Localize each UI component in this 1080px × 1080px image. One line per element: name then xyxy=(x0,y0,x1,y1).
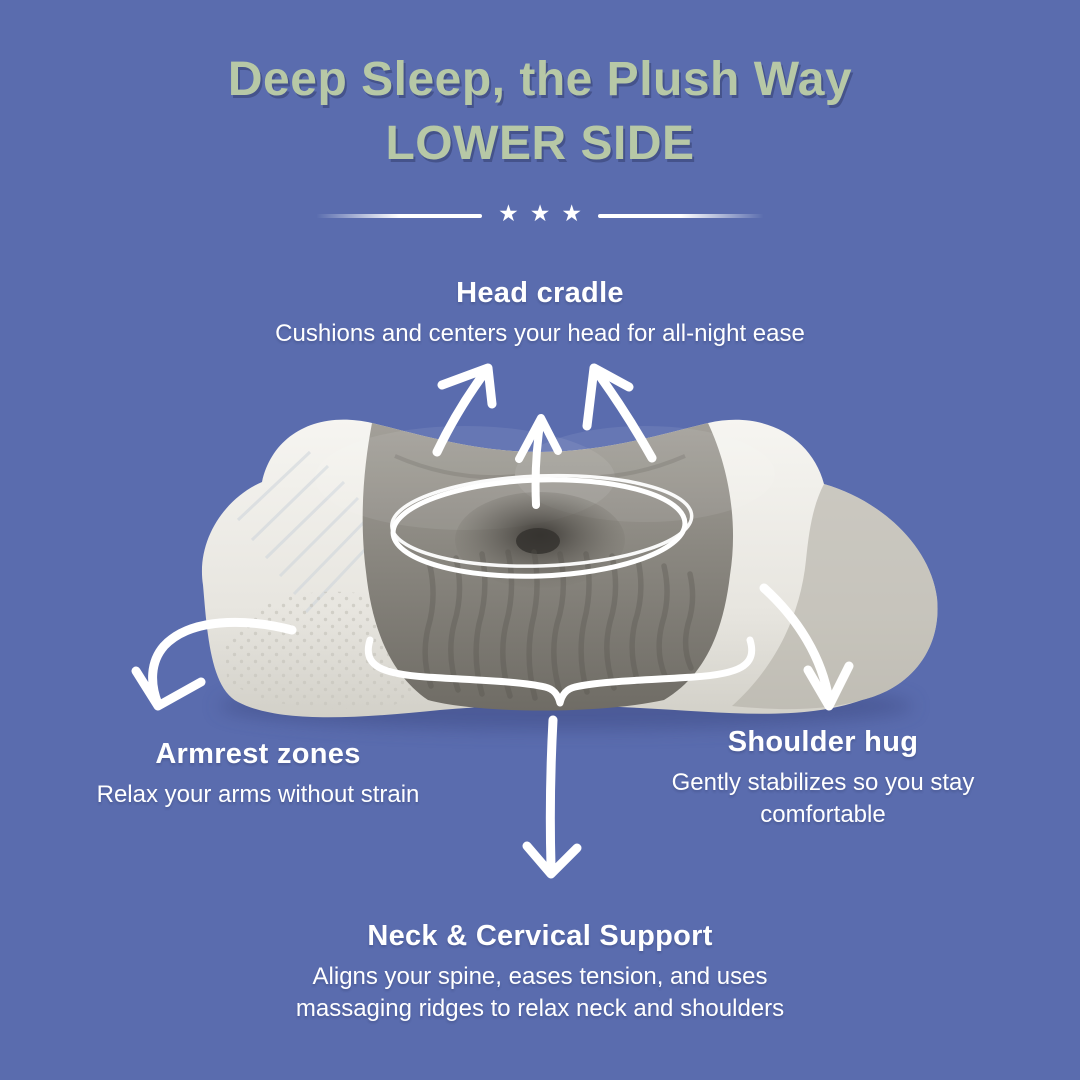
head-cradle-arrow-middle-icon xyxy=(515,414,562,509)
pillow-dimple-core xyxy=(516,528,560,554)
armrest-zones-description: Relax your arms without strain xyxy=(96,781,420,808)
base-brace-sketch xyxy=(364,636,756,707)
divider-line-left xyxy=(316,213,483,218)
callout-armrest-zones: Armrest zones Relax your arms without st… xyxy=(42,738,474,811)
neck-cervical-support-title: Neck & Cervical Support xyxy=(367,920,713,952)
left-wing-dots xyxy=(225,591,424,709)
divider-line-right xyxy=(597,213,764,218)
star-icon: ★ xyxy=(498,200,519,226)
armrest-arrow-icon xyxy=(131,617,297,711)
head-cradle-description: Cushions and centers your head for all-n… xyxy=(275,320,805,347)
callout-head-cradle: Head cradle Cushions and centers your he… xyxy=(0,277,1080,350)
divider-stars: ★ ★ ★ xyxy=(498,202,582,225)
head-cradle-arrow-left-icon xyxy=(432,363,497,457)
callout-neck-cervical-support: Neck & Cervical Support Aligns your spin… xyxy=(0,920,1080,1025)
header: Deep Sleep, the Plush Way LOWER SIDE xyxy=(0,48,1080,177)
head-cradle-arrow-right-icon xyxy=(582,363,657,463)
page-title-line-2: LOWER SIDE xyxy=(385,117,695,171)
right-wing-shade xyxy=(732,484,938,710)
shoulder-arrow-icon xyxy=(759,583,854,711)
callout-shoulder-hug: Shoulder hug Gently stabilizes so you st… xyxy=(645,726,1001,831)
page-title-line-1: Deep Sleep, the Plush Way xyxy=(227,53,853,106)
neck-cervical-support-description: Aligns your spine, eases tension, and us… xyxy=(295,963,785,1022)
dimple-circle-sketch xyxy=(390,473,694,579)
neck-support-arrow-icon xyxy=(522,715,582,879)
left-wing-texture xyxy=(236,450,376,614)
shoulder-hug-title: Shoulder hug xyxy=(727,726,919,758)
armrest-zones-title: Armrest zones xyxy=(155,738,361,770)
star-icon: ★ xyxy=(561,200,582,226)
star-icon: ★ xyxy=(529,200,551,226)
shoulder-hug-description: Gently stabilizes so you stay comfortabl… xyxy=(671,769,975,828)
star-divider: ★ ★ ★ xyxy=(0,202,1080,227)
head-cradle-title: Head cradle xyxy=(456,277,624,309)
